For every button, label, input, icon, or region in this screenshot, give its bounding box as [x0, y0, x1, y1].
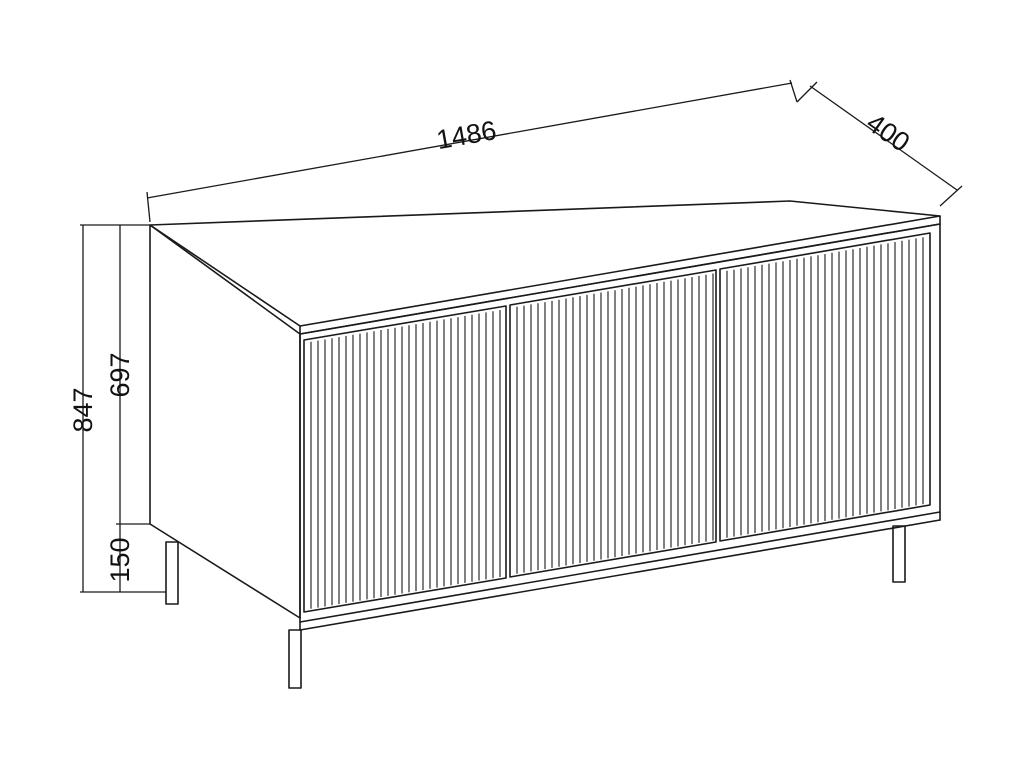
leg-front-left	[288, 629, 302, 689]
legs	[165, 525, 906, 689]
width-label: 1486	[434, 115, 498, 155]
dimension-total-height: 847	[68, 224, 166, 593]
dimension-depth: 400	[796, 81, 963, 207]
leg-back-left	[165, 541, 179, 605]
door-right	[719, 232, 931, 542]
leg-height-label: 150	[105, 537, 135, 582]
dimension-leg-height: 150	[105, 524, 135, 592]
door-middle	[509, 269, 717, 578]
depth-label: 400	[861, 107, 915, 157]
left-side-panel	[149, 224, 301, 619]
plinth	[299, 519, 941, 631]
leg-front-right	[892, 525, 906, 583]
body-height-label: 697	[105, 352, 135, 397]
doors	[303, 232, 931, 613]
door-flutes	[310, 237, 924, 609]
dimension-body-height: 697	[105, 225, 150, 525]
front-frame	[299, 223, 941, 623]
cabinet	[149, 200, 941, 631]
total-height-label: 847	[68, 387, 98, 432]
dimension-width: 1486	[146, 79, 798, 223]
top-front-edge	[299, 215, 941, 335]
door-left	[303, 305, 507, 613]
